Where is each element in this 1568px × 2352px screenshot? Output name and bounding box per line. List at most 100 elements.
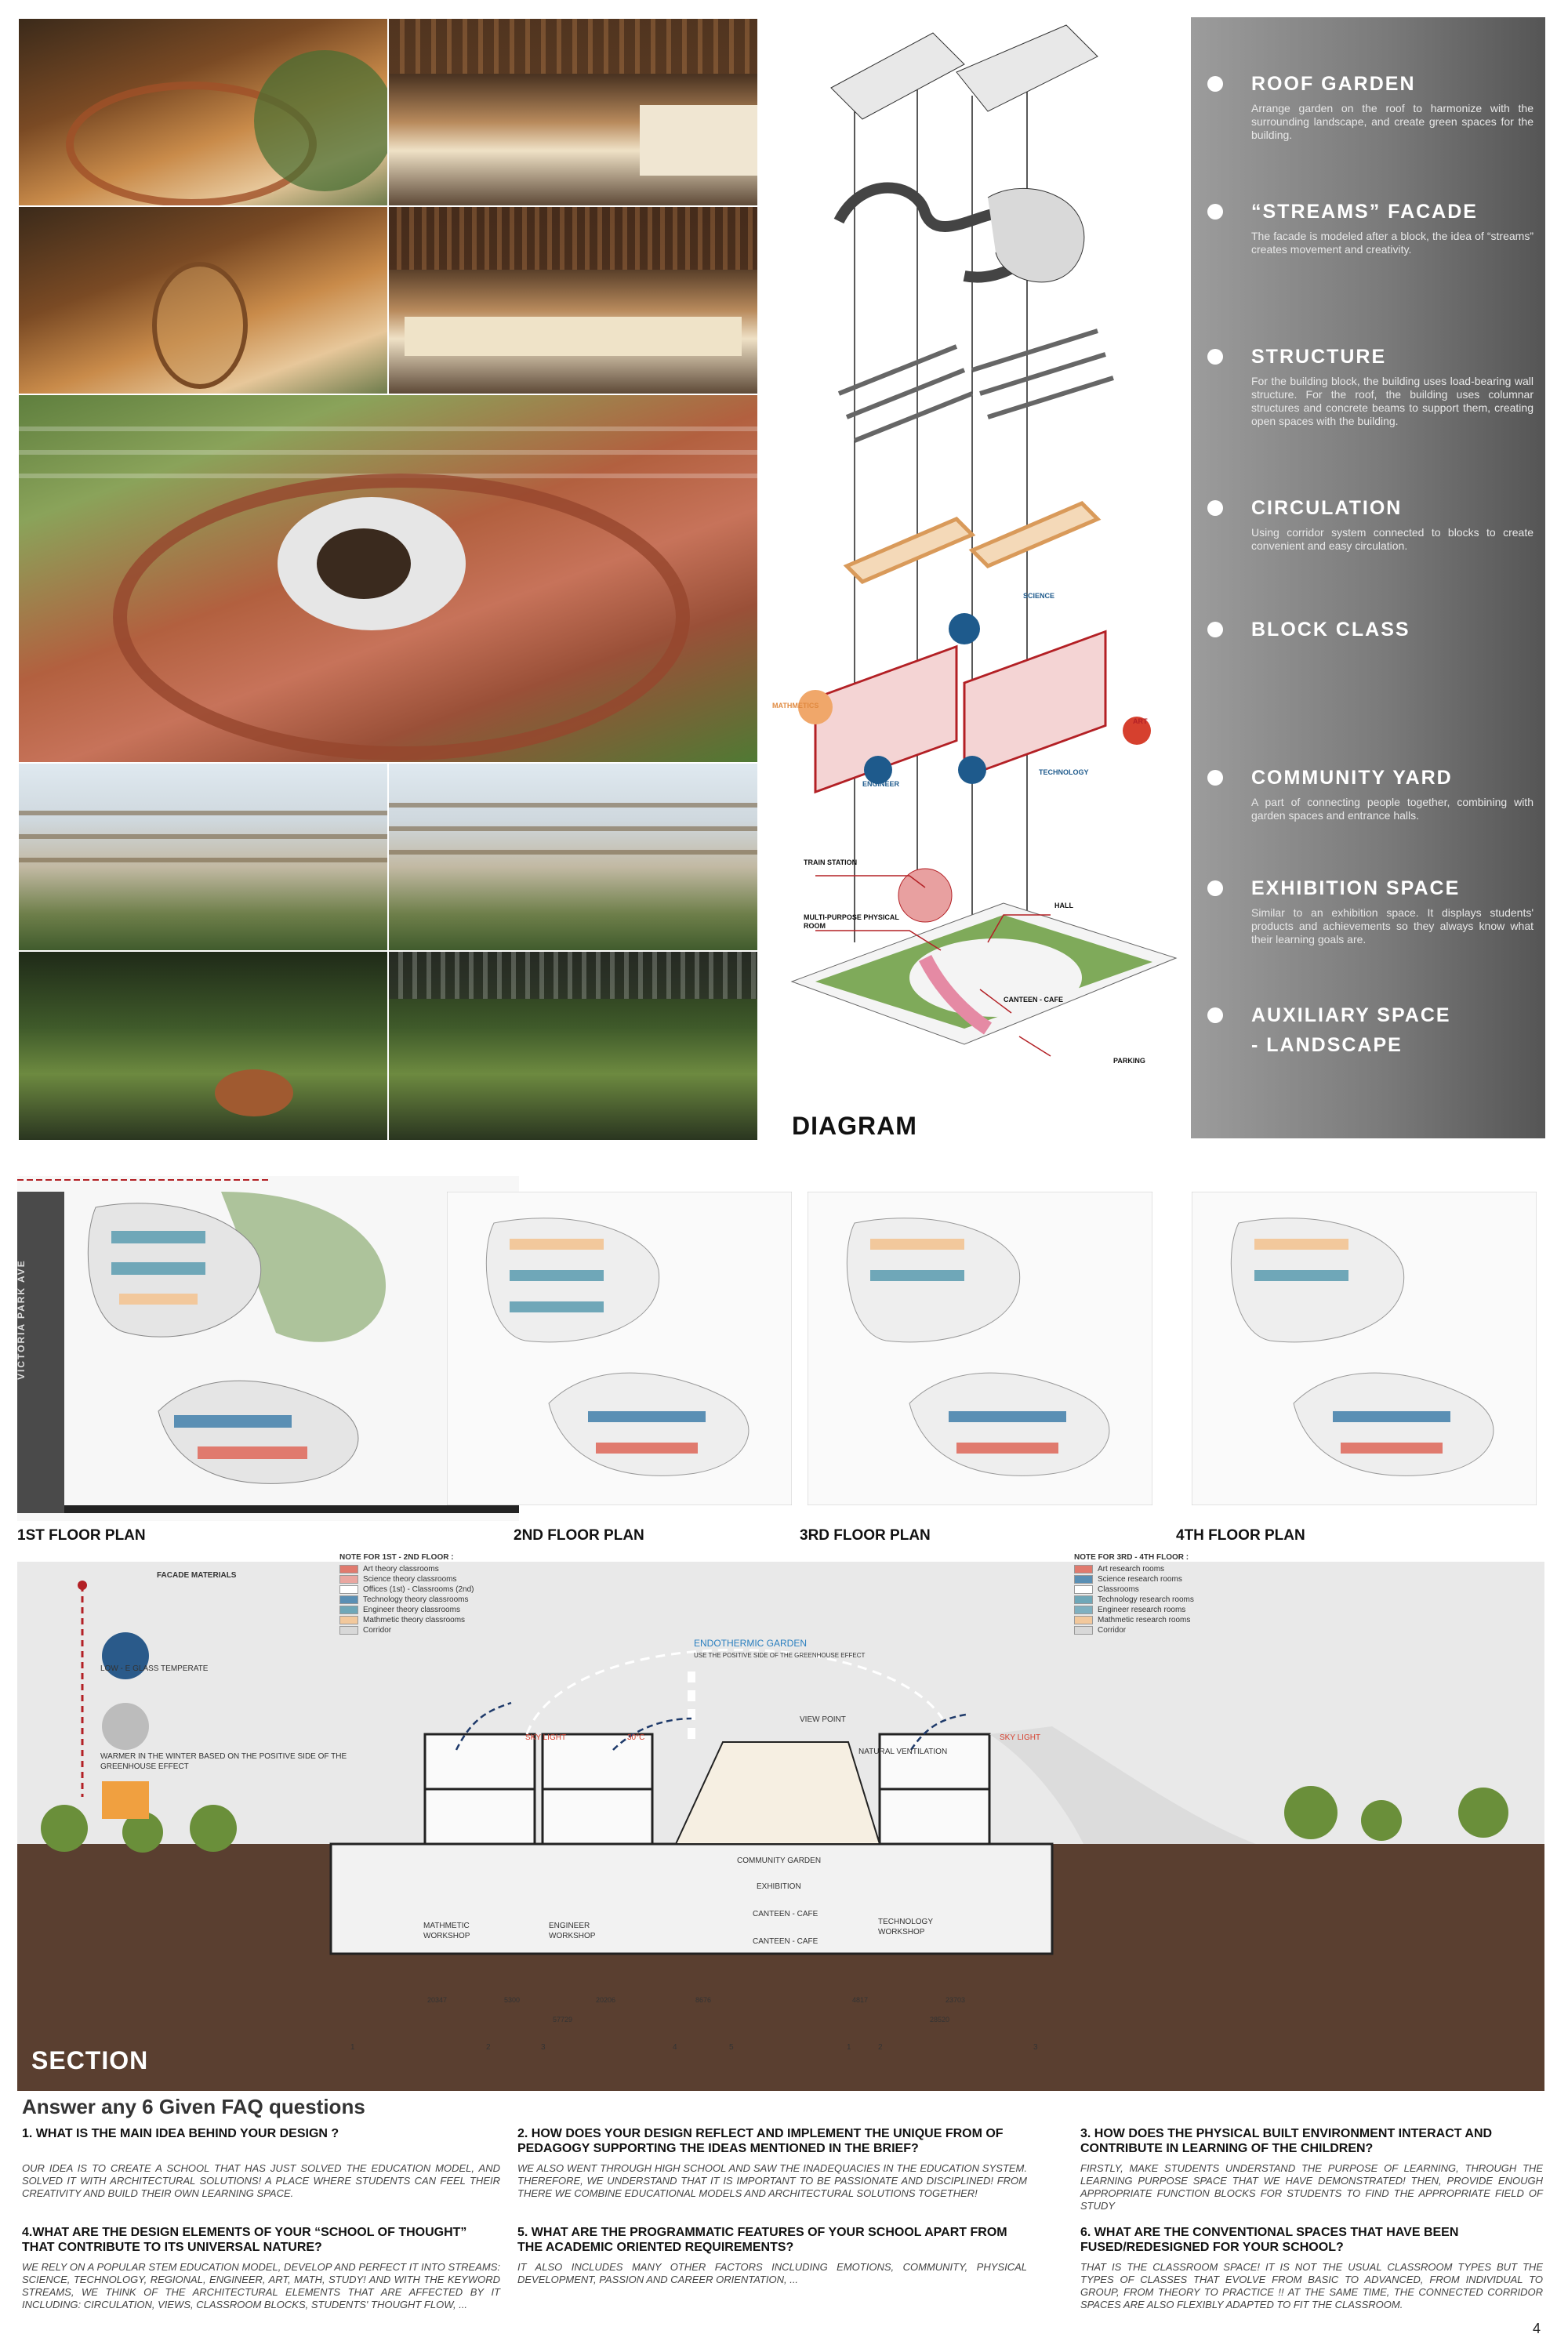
axis-2: 2 [486,2043,491,2052]
legend-row: Offices (1st) - Classrooms (2nd) [339,1584,543,1595]
feature-panel [1191,17,1545,1138]
floor-plan-4 [1192,1192,1537,1505]
legend-label: Art theory classrooms [363,1565,439,1573]
legend-swatch [1074,1574,1093,1584]
legend-label: Offices (1st) - Classrooms (2nd) [363,1585,474,1594]
legend-label: Art research rooms [1098,1565,1165,1573]
axis-6: 1 [847,2043,851,2052]
render-exterior-facade-2 [387,762,759,953]
legend-label: Science research rooms [1098,1575,1182,1584]
render-exterior-facade-1 [17,762,389,953]
legend-swatch [339,1605,358,1614]
legend-row: Classrooms [1074,1584,1278,1595]
diagram-label-art: ART [1133,717,1148,725]
legend-swatch [1074,1615,1093,1624]
render-exhibition-hall [387,205,759,397]
legend-label: Technology theory classrooms [363,1595,469,1604]
bullet-icon [1207,880,1223,896]
bullet-icon [1207,622,1223,637]
math-workshop-label: MATHMETIC WORKSHOP [423,1922,470,1940]
community-garden-label: COMMUNITY GARDEN [737,1857,822,1865]
legend-swatch [339,1625,358,1635]
legend-swatch [1074,1584,1093,1594]
legend-3-4-floor: NOTE FOR 3RD - 4TH FLOOR : Art research … [1074,1552,1278,1635]
faq-a5: IT ALSO INCLUDES MANY OTHER FACTORS INCL… [517,2261,1027,2285]
engineer-workshop-label: ENGINEER WORKSHOP [549,1922,596,1940]
dim-3: 20206 [596,1996,616,2004]
natural-ventilation-label: NATURAL VENTILATION [858,1748,948,1756]
bullet-icon [1207,1007,1223,1023]
legend-swatch [339,1615,358,1624]
faq-a3: FIRSTLY, MAKE STUDENTS UNDERSTAND THE PU… [1080,2162,1543,2212]
legend-swatch [1074,1605,1093,1614]
plan-label-3: 3RD FLOOR PLAN [800,1527,931,1544]
axis-3: 3 [541,2043,546,2052]
legend-label: Corridor [363,1626,392,1635]
legend-swatch [339,1564,358,1573]
diagram-label-multi-purpose: MULTI-PURPOSE PHYSICAL ROOM [804,913,899,930]
faq-a2: WE ALSO WENT THROUGH HIGH SCHOOL AND SAW… [517,2162,1027,2199]
legend-label: Engineer theory classrooms [363,1606,460,1614]
render-atrium-sculpture [17,205,389,397]
bullet-icon [1207,76,1223,92]
legend-label: Technology research rooms [1098,1595,1194,1604]
faq-heading: Answer any 6 Given FAQ questions [22,2095,365,2118]
axis-8: 3 [1033,2043,1038,2052]
dim-total-2: 28520 [930,2016,950,2024]
exhibition-label: EXHIBITION [757,1882,801,1891]
bullet-icon [1207,770,1223,786]
legend-row: Engineer theory classrooms [339,1605,543,1615]
plan-label-4: 4TH FLOOR PLAN [1176,1527,1305,1544]
render-interior-stairs [17,17,389,209]
legend-label: Mathmetic theory classrooms [363,1616,466,1624]
axis-4: 4 [673,2043,677,2052]
endothermic-sub: USE THE POSITIVE SIDE OF THE GREENHOUSE … [694,1652,866,1659]
legend-swatch [1074,1564,1093,1573]
section-title: SECTION [31,2046,149,2074]
render-green-courtyard-2 [387,950,759,1142]
endothermic-title: ENDOTHERMIC GARDEN [694,1638,808,1649]
canteen-label-2: CANTEEN - CAFE [753,1937,818,1946]
legend-swatch [1074,1595,1093,1604]
legend-row: Engineer research rooms [1074,1605,1278,1615]
faq-q3: 3. HOW DOES THE PHYSICAL BUILT ENVIRONME… [1080,2127,1493,2155]
faq-q5: 5. WHAT ARE THE PROGRAMMATIC FEATURES OF… [517,2226,1007,2254]
legend-label: Mathmetic research rooms [1098,1616,1191,1624]
render-community-yard-aerial [17,394,759,765]
faq-q2: 2. HOW DOES YOUR DESIGN REFLECT AND IMPL… [517,2127,1004,2155]
faq-q6: 6. WHAT ARE THE CONVENTIONAL SPACES THAT… [1080,2226,1459,2254]
legend-row: Science theory classrooms [339,1574,543,1584]
plan-label-1: 1ST FLOOR PLAN [17,1527,146,1544]
floor-plan-2 [447,1192,792,1505]
floor-plan-1 [17,1176,519,1521]
page-number: 4 [1533,2321,1541,2336]
legend-row: Technology research rooms [1074,1595,1278,1605]
legend-row: Corridor [339,1625,543,1635]
dim-5: 4817 [852,1996,869,2004]
glass-label: LOW - E GLASS TEMPERATE [100,1664,209,1673]
canteen-label-1: CANTEEN - CAFE [753,1910,818,1918]
diagram-label-science: SCIENCE [1023,592,1055,600]
faq-a6: THAT IS THE CLASSROOM SPACE! IT IS NOT T… [1080,2261,1543,2310]
legend-swatch [339,1595,358,1604]
facade-title: FACADE MATERIALS [157,1571,237,1580]
bullet-icon [1207,349,1223,365]
floor-plan-3 [808,1192,1152,1505]
legend-row: Corridor [1074,1625,1278,1635]
dim-total-1: 57729 [553,2016,573,2024]
axis-5: 5 [729,2043,734,2052]
sky-light-right: SKY LIGHT [1000,1733,1041,1742]
warmer-label: WARMER IN THE WINTER BASED ON THE POSITI… [100,1752,347,1771]
axis-1: 1 [350,2043,355,2052]
legend-label: Classrooms [1098,1585,1139,1594]
legend-swatch [1074,1625,1093,1635]
legend-row: Art theory classrooms [339,1564,543,1574]
plan-label-2: 2ND FLOOR PLAN [514,1527,644,1544]
bullet-icon [1207,204,1223,220]
legend-label: Engineer research rooms [1098,1606,1186,1614]
legend-swatch [339,1574,358,1584]
render-green-courtyard-1 [17,950,389,1142]
diagram-label-canteen: CANTEEN - CAFE [1004,996,1063,1004]
render-gallery-corridor [387,17,759,209]
temperature-label: 30°C [627,1733,645,1742]
